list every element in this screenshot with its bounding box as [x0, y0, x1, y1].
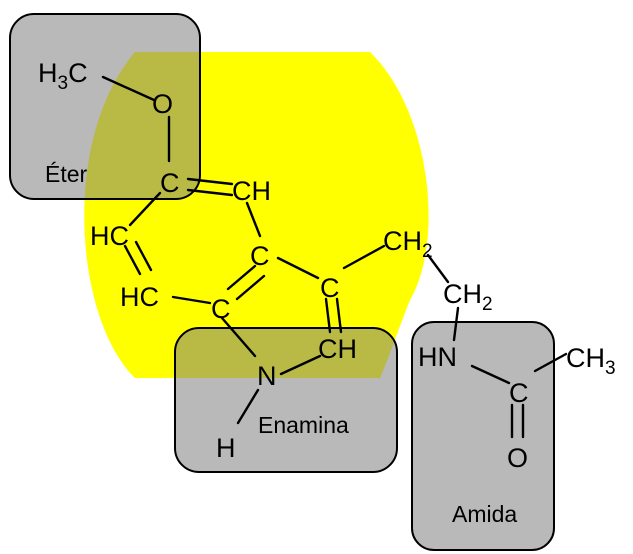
- bond-c-c-2: [235, 274, 266, 301]
- atom-c-mid: C: [250, 241, 270, 271]
- atom-o-ether: O: [152, 89, 173, 119]
- bond-c-o: [101, 75, 156, 102]
- atom-hn: HN: [418, 342, 457, 372]
- bonds: [101, 75, 568, 439]
- bond-ch2-ch2: [426, 253, 450, 284]
- bond-hc-c: [171, 295, 212, 305]
- bond-hc-hc-1: [123, 244, 142, 276]
- bond-ch-c: [245, 201, 262, 238]
- atom-h3c: H3C: [38, 58, 88, 94]
- bond-c-ch3: [533, 352, 568, 373]
- atom-ch2-a: CH2: [383, 226, 433, 262]
- bond-c-ch-pyr-2: [335, 297, 343, 334]
- bond-c-ch-1: [186, 177, 234, 186]
- bond-c-c-right: [276, 256, 320, 280]
- bond-c-ch2: [342, 244, 386, 270]
- amide-group-box: [411, 321, 555, 551]
- atom-ch-pyrrole: CH: [318, 334, 357, 364]
- label-eter: Éter: [45, 161, 88, 187]
- bond-c-ch-pyr-1: [324, 297, 332, 334]
- enamine-group-box: [174, 327, 398, 473]
- atom-n: N: [257, 361, 277, 391]
- bond-n-ch: [279, 354, 322, 376]
- atom-hc-upper: HC: [90, 221, 129, 251]
- atom-c-ring-top: C: [160, 168, 180, 198]
- atom-c-right: C: [320, 273, 340, 303]
- atoms: H3C O C CH HC HC C C C N CH H CH2 CH2 HN…: [38, 58, 616, 473]
- bond-c-ch-2: [186, 188, 234, 197]
- bond-hn-c: [470, 364, 511, 385]
- atom-o-amide: O: [507, 443, 528, 473]
- atom-h-n: H: [216, 433, 236, 463]
- label-enamina: Enamina: [258, 412, 349, 438]
- atom-ch3: CH3: [566, 343, 616, 379]
- ether-group-box: [9, 13, 201, 200]
- bond-c-c-1: [226, 264, 257, 291]
- atom-hc-lower: HC: [120, 282, 159, 312]
- label-amida: Amida: [452, 501, 517, 527]
- bond-ch2-hn: [452, 306, 460, 342]
- atom-c-amide: C: [509, 378, 529, 408]
- bond-c-hc: [128, 191, 162, 227]
- bond-hc-hc-2: [134, 240, 153, 272]
- atom-ch2-b: CH2: [443, 279, 493, 315]
- bond-n-h: [236, 388, 260, 425]
- atom-c-lower: C: [211, 294, 231, 324]
- bond-c-n: [220, 316, 257, 358]
- atom-ch-top: CH: [232, 176, 271, 206]
